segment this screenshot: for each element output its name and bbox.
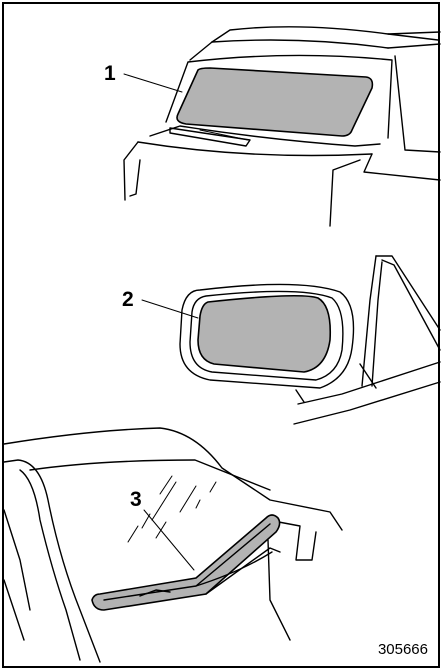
- callout-3-number: 3: [130, 488, 142, 511]
- figure-id: 305666: [378, 641, 428, 658]
- rear-window-panel: [124, 27, 440, 226]
- callout-1: 1: [104, 62, 182, 92]
- rear-window-glass: [177, 68, 372, 136]
- callout-2: 2: [122, 288, 198, 318]
- callout-3-leader: [144, 510, 194, 570]
- wiper-blade: [92, 515, 280, 610]
- outside-mirror-glass: [198, 296, 330, 372]
- outside-mirror-panel: [180, 256, 440, 424]
- callout-1-number: 1: [104, 62, 116, 85]
- callout-2-number: 2: [122, 288, 134, 311]
- callout-1-leader: [124, 74, 182, 92]
- callout-2-leader: [142, 300, 198, 318]
